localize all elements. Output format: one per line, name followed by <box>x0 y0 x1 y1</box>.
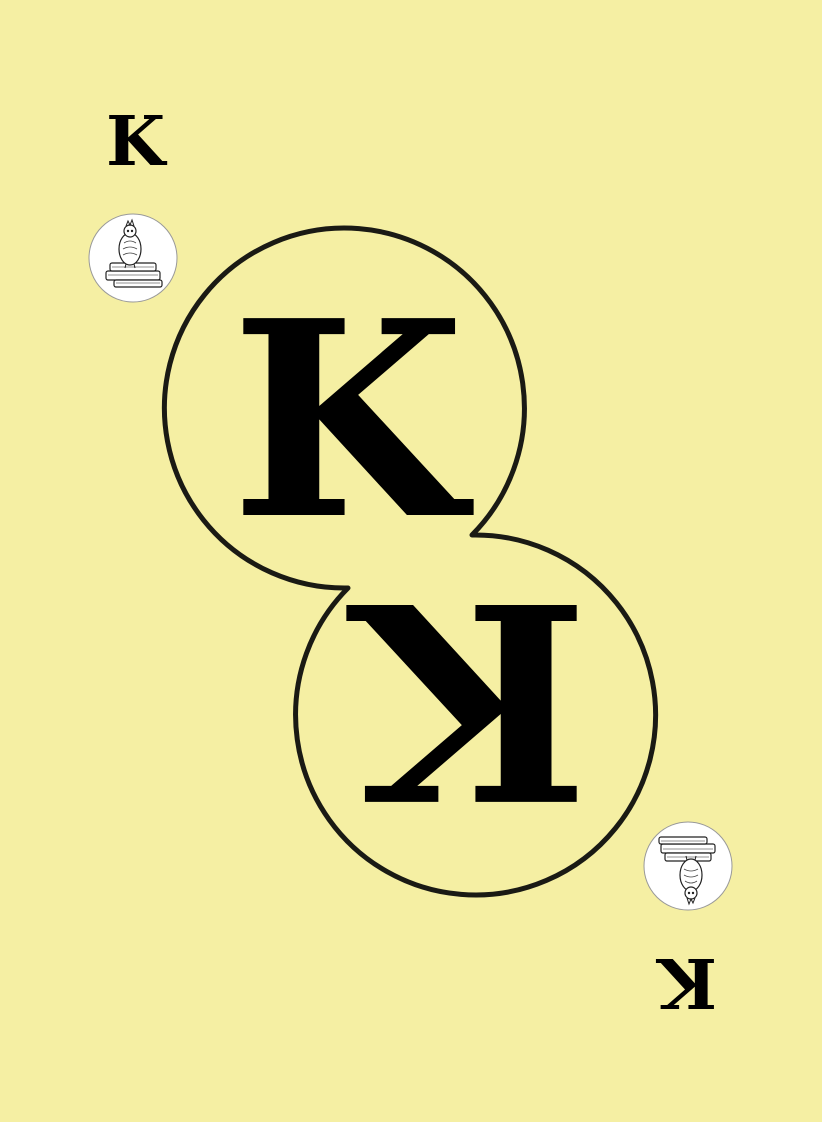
center-rank-bottom: K <box>345 541 590 859</box>
corner-rank-bottom: K <box>658 942 718 1022</box>
center-rank-top: K <box>231 261 476 579</box>
figure-eight-outline <box>161 225 659 898</box>
corner-rank-top: K <box>106 102 166 182</box>
owl-on-books-icon <box>643 821 733 911</box>
owl-on-books-icon <box>88 213 178 303</box>
